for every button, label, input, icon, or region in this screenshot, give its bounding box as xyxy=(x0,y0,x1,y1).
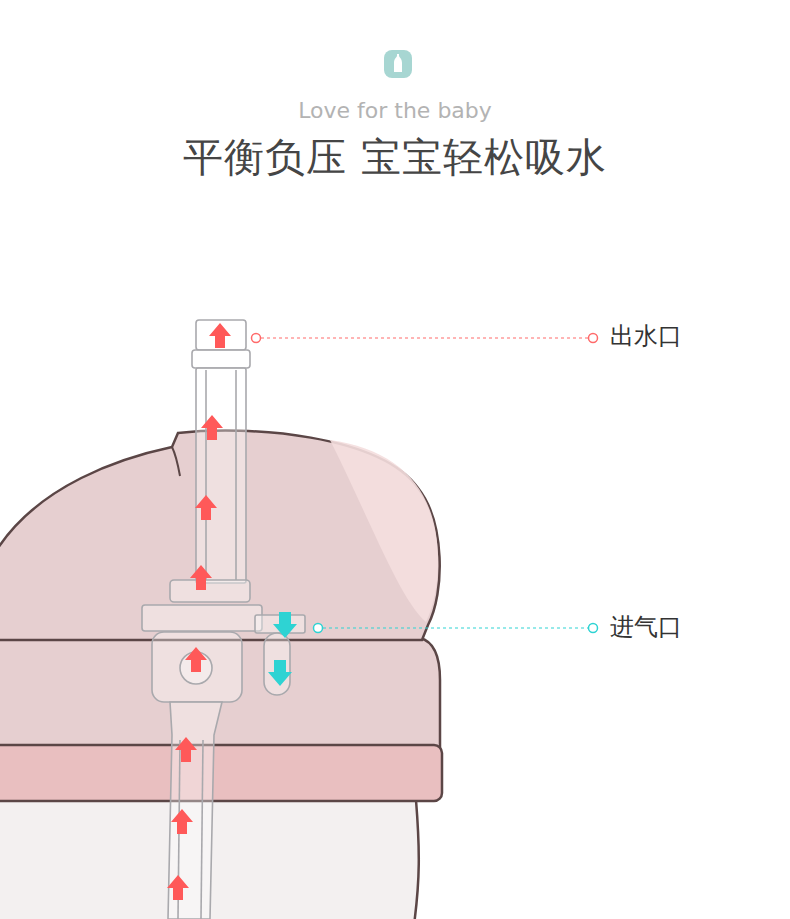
subtitle: Love for the baby xyxy=(298,98,492,123)
cap-hood-highlight xyxy=(330,440,438,622)
water-flow-arrows xyxy=(167,323,231,900)
leader-line xyxy=(252,334,598,343)
callout-label: 进气口 xyxy=(610,611,682,643)
leader-line xyxy=(314,624,598,633)
air-flow-arrows xyxy=(268,612,297,686)
cap-notch xyxy=(172,447,180,476)
straw xyxy=(142,320,305,919)
callout-label: 出水口 xyxy=(610,320,682,352)
flow-arrow xyxy=(190,565,212,590)
brand-logo xyxy=(384,50,412,78)
flow-arrow xyxy=(209,323,231,348)
flow-arrow xyxy=(171,809,193,834)
page-title: 平衡负压 宝宝轻松吸水 xyxy=(0,130,790,185)
flow-arrow xyxy=(195,495,217,520)
flow-arrow xyxy=(175,737,197,762)
cap-band xyxy=(0,745,442,801)
flow-arrow xyxy=(167,875,189,900)
flow-arrow xyxy=(185,647,207,672)
flow-arrow xyxy=(201,415,223,440)
